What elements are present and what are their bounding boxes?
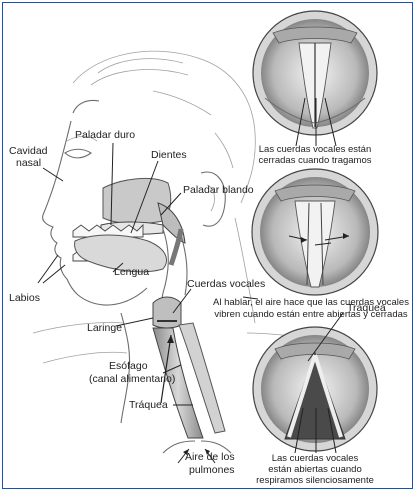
larynx-view-open [252, 326, 378, 452]
label-lung-air-2: pulmones [189, 464, 235, 476]
label-nasal-cavity-1: Cavidad [9, 145, 48, 157]
caption-closed-1: Las cuerdas vocales están [259, 144, 371, 155]
label-hard-palate: Paladar duro [75, 129, 135, 141]
larynx-view-closed [252, 10, 378, 136]
caption-open-2: están abiertas cuando [268, 464, 361, 475]
caption-speaking-1: Al hablar, el aire hace que las cuerdas … [213, 297, 409, 308]
label-nasal-cavity-2: nasal [16, 157, 41, 169]
label-trachea: Tráquea [129, 399, 168, 411]
label-esophagus-1: Esófago [109, 360, 148, 372]
caption-closed-2: cerradas cuando tragamos [258, 155, 371, 166]
label-larynx: Laringe [87, 322, 122, 334]
label-tongue: Lengua [114, 266, 149, 278]
caption-open-3: respiramos silenciosamente [256, 475, 374, 486]
caption-speaking-2: vibren cuando están entre abiertas y cer… [214, 309, 408, 320]
larynx-view-speaking [251, 168, 379, 296]
label-lung-air-1: Aire de los [185, 451, 235, 463]
label-trachea-right: Tráquea [347, 302, 386, 314]
label-lips: Labios [9, 292, 40, 304]
label-teeth: Dientes [151, 149, 187, 161]
head-illustration [32, 50, 334, 424]
label-esophagus-2: (canal alimentario) [89, 373, 175, 385]
vocal-tract-illustration [72, 178, 232, 464]
caption-open-1: Las cuerdas vocales [272, 453, 359, 464]
label-vocal-cords: Cuerdas vocales [187, 278, 265, 290]
leader-lines [37, 97, 344, 454]
label-soft-palate: Paladar blando [183, 184, 254, 196]
anatomy-diagram: Cavidad nasal Paladar duro Dientes Palad… [9, 10, 409, 486]
